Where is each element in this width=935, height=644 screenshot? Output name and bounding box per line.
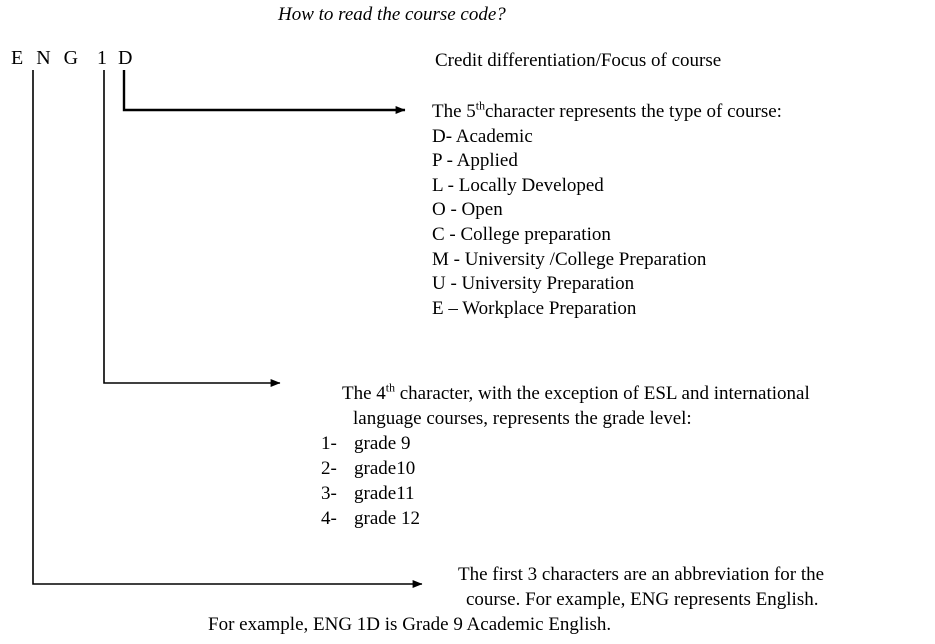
course-type-item: D- Academic	[432, 125, 533, 147]
fifth-character-leader-icon	[122, 70, 406, 114]
grade-heading-post: character, with the exception of ESL and…	[394, 383, 810, 404]
course-type-item: M - University /College Preparation	[432, 248, 707, 270]
grade-level-block: The 4th character, with the exception of…	[321, 381, 810, 531]
abbreviation-line-2: course. For example, ENG represents Engl…	[466, 589, 819, 610]
grade-item-label: grade 9	[354, 433, 411, 454]
page-title: How to read the course code?	[278, 4, 506, 25]
grade-item-number: 1-	[321, 433, 337, 454]
grade-item-number: 3-	[321, 483, 337, 504]
course-type-block: The 5thcharacter represents the type of …	[432, 100, 782, 321]
course-type-item: U - University Preparation	[432, 273, 635, 295]
course-code-suffix: 1 D	[97, 47, 136, 69]
grade-list-item: 1- grade 9	[321, 431, 810, 456]
grade-list-item: 2- grade10	[321, 456, 810, 481]
course-type-heading-pre: The 5	[432, 101, 476, 122]
course-type-item: P - Applied	[432, 150, 518, 172]
grade-heading-line-1: The 4th character, with the exception of…	[342, 381, 810, 406]
grade-item-number: 2-	[321, 458, 337, 479]
grade-item-number: 4-	[321, 508, 337, 529]
fourth-character-leader-icon	[103, 70, 281, 387]
course-type-item: C - College preparation	[432, 223, 611, 245]
grade-item-label: grade11	[354, 483, 415, 504]
grade-heading-pre: The 4	[342, 383, 386, 404]
grade-item-label: grade10	[354, 458, 416, 479]
course-type-heading: The 5thcharacter represents the type of …	[432, 100, 782, 125]
ordinal-suffix: th	[385, 381, 395, 395]
credit-differentiation-label: Credit differentiation/Focus of course	[435, 50, 722, 71]
course-type-item: E – Workplace Preparation	[432, 297, 637, 319]
course-type-heading-post: character represents the type of course:	[484, 101, 782, 122]
example-line: For example, ENG 1D is Grade 9 Academic …	[208, 614, 612, 635]
grade-list-item: 3- grade11	[321, 481, 810, 506]
abbreviation-line-1: The first 3 characters are an abbreviati…	[458, 564, 825, 585]
abbreviation-block: The first 3 characters are an abbreviati…	[458, 562, 824, 612]
course-code-prefix: E N G	[11, 47, 83, 69]
course-type-item: O - Open	[432, 199, 503, 221]
grade-list-item: 4- grade 12	[321, 506, 810, 531]
grade-heading-line-2: language courses, represents the grade l…	[353, 408, 692, 429]
grade-item-label: grade 12	[354, 508, 420, 529]
ordinal-suffix: th	[475, 99, 485, 113]
course-type-item: L - Locally Developed	[432, 174, 604, 196]
